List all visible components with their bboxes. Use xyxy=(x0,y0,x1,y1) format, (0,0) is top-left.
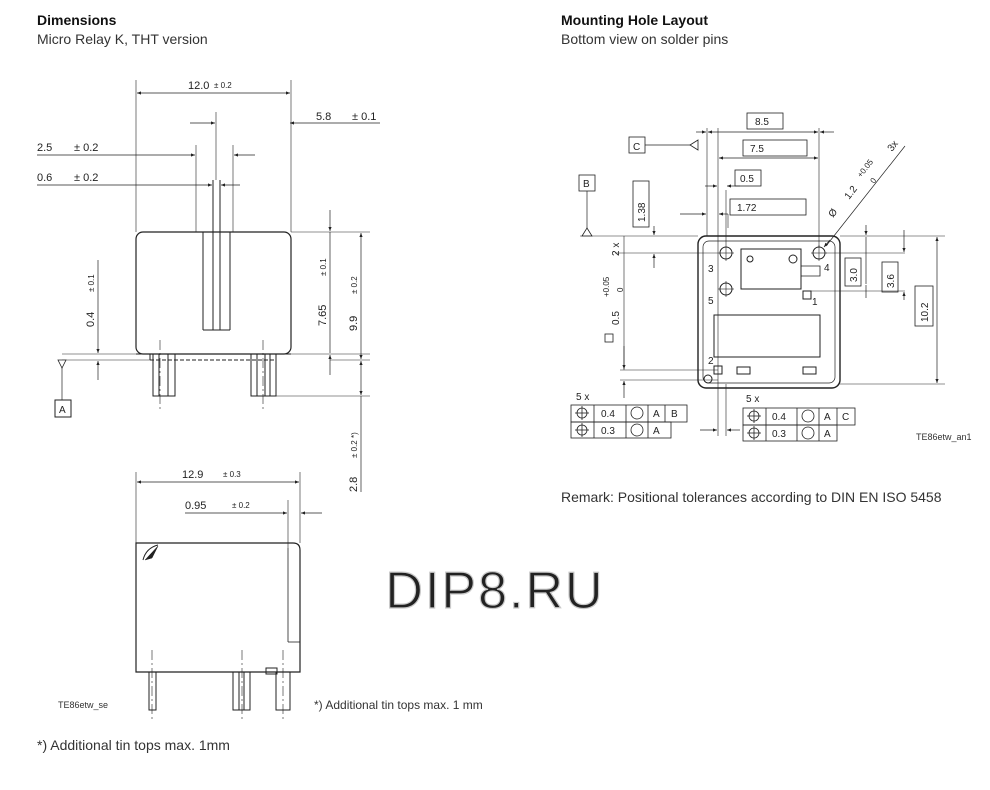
pin-5: 5 xyxy=(708,296,714,307)
dim-0-5: 0.5 xyxy=(740,174,754,185)
dim-length-tol: ± 0.3 xyxy=(223,470,241,479)
fcf-right-datum-2: A xyxy=(824,429,831,440)
fcf-left-datum-2: A xyxy=(653,426,660,437)
mounting-figure-id: TE86etw_an1 xyxy=(916,432,972,442)
pin-3: 3 xyxy=(708,264,714,275)
datum-c: C xyxy=(633,142,640,153)
fcf-right-datum-1a: A xyxy=(824,412,831,423)
dim-width-tol: ± 0.2 xyxy=(214,81,232,90)
dim-pin-length-tol: ± 0.2 *) xyxy=(350,432,359,458)
dim-offset: 5.8 xyxy=(316,111,331,123)
side-view xyxy=(135,472,322,720)
fcf-right-tol-2: 0.3 xyxy=(772,429,786,440)
watermark: DIP8.RU xyxy=(385,562,604,620)
pin-1: 1 xyxy=(812,297,818,308)
fcf-right-tol-1: 0.4 xyxy=(772,412,786,423)
dim-body-height: 7.65 xyxy=(317,305,329,326)
dim-total-height: 9.9 xyxy=(348,316,360,331)
front-view xyxy=(37,80,380,492)
hole-diameter: 1.2 xyxy=(843,184,860,202)
dim-10-2: 10.2 xyxy=(920,302,931,322)
fcf-left: 5 x 0.4 A B 0.3 A xyxy=(570,392,688,439)
dim-3-6: 3.6 xyxy=(886,274,897,288)
dimensions-subtitle: Micro Relay K, THT version xyxy=(37,31,208,47)
tin-note-inline: *) Additional tin tops max. 1 mm xyxy=(314,698,483,712)
fcf-left-datum-1a: A xyxy=(653,409,660,420)
dim-pitch: 2.5 xyxy=(37,142,52,154)
mounting-title: Mounting Hole Layout xyxy=(561,12,708,28)
hole-tol-zero: 0 xyxy=(868,176,878,185)
footprint xyxy=(578,112,945,436)
dim-1-38: 1.38 xyxy=(637,202,648,222)
fcf-right-count: 5 x xyxy=(746,394,759,405)
fcf-left-count: 5 x xyxy=(576,392,589,403)
dim-tol-up: +0.05 xyxy=(602,276,611,297)
dim-standoff: 0.4 xyxy=(85,312,97,327)
dim-2x: 2 x xyxy=(611,243,622,256)
fcf-left-tol-1: 0.4 xyxy=(601,409,615,420)
dimensions-title: Dimensions xyxy=(37,12,117,28)
fcf-left-tol-2: 0.3 xyxy=(601,426,615,437)
fcf-right-datum-1b: C xyxy=(842,412,849,423)
dim-standoff-tol: ± 0.1 xyxy=(87,274,96,292)
dim-pin: 0.6 xyxy=(37,172,52,184)
remark: Remark: Positional tolerances according … xyxy=(561,489,942,505)
pin-4: 4 xyxy=(824,263,830,274)
dim-offset-tol: ± 0.1 xyxy=(352,111,376,123)
hole-count: 3x xyxy=(886,139,901,154)
dim-7-5: 7.5 xyxy=(750,144,764,155)
dim-pitch-tol: ± 0.2 xyxy=(74,142,98,154)
dim-pin-tol: ± 0.2 xyxy=(74,172,98,184)
fcf-right: 5 x 0.4 A C 0.3 A xyxy=(742,394,856,442)
dim-inset: 0.95 xyxy=(185,500,206,512)
dim-3-0: 3.0 xyxy=(849,268,860,282)
fcf-left-datum-1b: B xyxy=(671,409,678,420)
dim-length: 12.9 xyxy=(182,469,203,481)
dim-width: 12.0 xyxy=(188,80,209,92)
mounting-subtitle: Bottom view on solder pins xyxy=(561,31,729,47)
hole-tol-up: +0.05 xyxy=(855,157,875,179)
dim-1-72: 1.72 xyxy=(737,203,757,214)
pin-2: 2 xyxy=(708,356,714,367)
diameter-symbol: Ø xyxy=(827,207,841,220)
dim-tol-zero: 0 xyxy=(616,287,625,292)
dimensions-figure-id: TE86etw_se xyxy=(58,700,109,710)
datum-a: A xyxy=(59,405,66,416)
dim-0-5-vertical: 0.5 xyxy=(611,311,622,325)
dim-body-height-tol: ± 0.1 xyxy=(319,258,328,276)
dim-pin-length: 2.8 xyxy=(348,477,360,492)
dim-inset-tol: ± 0.2 xyxy=(232,501,250,510)
dim-8-5: 8.5 xyxy=(755,117,769,128)
dim-total-height-tol: ± 0.2 xyxy=(350,276,359,294)
datum-b: B xyxy=(583,179,590,190)
tin-footnote: *) Additional tin tops max. 1mm xyxy=(37,737,230,753)
